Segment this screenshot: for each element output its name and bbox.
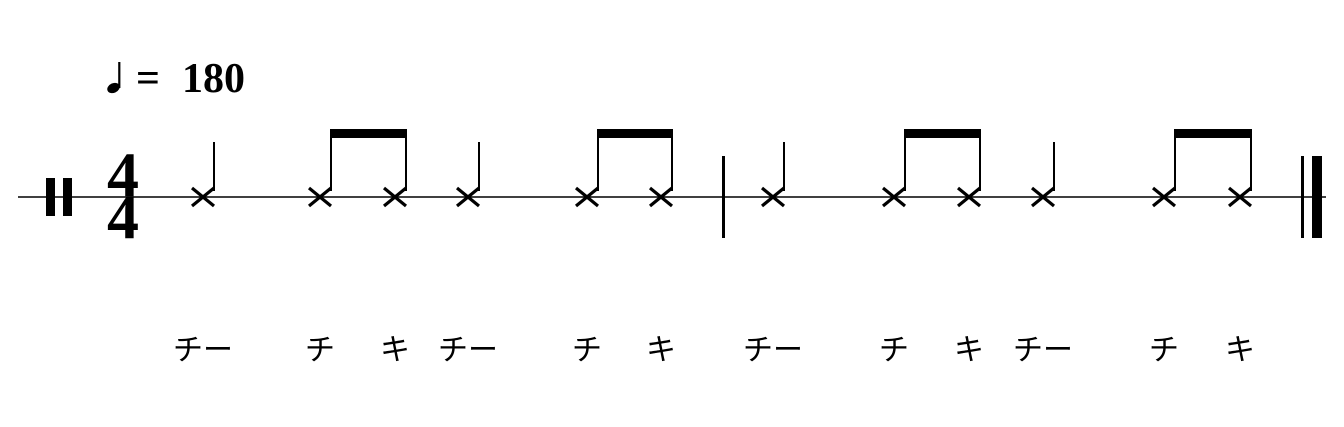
time-signature: 4 4 [107, 139, 139, 252]
lyric-syllable: チー [1013, 333, 1073, 368]
x-notehead [1227, 186, 1253, 208]
x-notehead [648, 186, 674, 208]
x-notehead [190, 186, 216, 208]
time-signature-numerator: 4 [107, 139, 139, 210]
note-eighth [881, 129, 907, 208]
barline [722, 156, 725, 238]
lyric-syllable: チ [879, 333, 909, 368]
lyric-syllable: チ [572, 333, 602, 368]
x-notehead [307, 186, 333, 208]
lyric-syllable: チー [438, 333, 498, 368]
note-eighth [1227, 129, 1253, 208]
note-eighth [307, 129, 333, 208]
final-barline-thick [1312, 156, 1322, 238]
note-eighth [1151, 129, 1177, 208]
lyric-syllable: チー [173, 333, 233, 368]
tempo-bpm: 180 [182, 56, 245, 102]
lyric-syllable: キ [380, 333, 410, 368]
note-beam [904, 129, 981, 138]
note-quarter [455, 142, 481, 208]
tempo-quarter-note-head [107, 82, 120, 94]
x-notehead [1030, 186, 1056, 208]
x-notehead [760, 186, 786, 208]
x-notehead [956, 186, 982, 208]
final-barline [1301, 156, 1322, 238]
note-beam [1174, 129, 1252, 138]
note-quarter [1030, 142, 1056, 208]
note-beam [330, 129, 407, 138]
tempo-equals: = [136, 56, 160, 102]
lyric-syllable: チ [305, 333, 335, 368]
percussion-clef [46, 178, 72, 216]
note-quarter [760, 142, 786, 208]
tempo-marking: = 180 [107, 56, 245, 102]
time-signature-denominator: 4 [107, 181, 139, 252]
note-eighth [956, 129, 982, 208]
percussion-clef-bar-left [46, 178, 55, 216]
note-eighth [382, 129, 408, 208]
percussion-clef-bar-right [63, 178, 72, 216]
note-quarter [190, 142, 216, 208]
notes-layer [190, 129, 1253, 208]
note-eighth [574, 129, 600, 208]
lyric-syllable: キ [954, 333, 984, 368]
lyric-syllable: チー [743, 333, 803, 368]
x-notehead [574, 186, 600, 208]
note-beam [597, 129, 673, 138]
tempo-quarter-note-stem [118, 62, 121, 88]
note-eighth [648, 129, 674, 208]
x-notehead [881, 186, 907, 208]
final-barline-thin [1301, 156, 1304, 238]
lyric-syllable: キ [1225, 333, 1255, 368]
x-notehead [382, 186, 408, 208]
x-notehead [1151, 186, 1177, 208]
lyric-syllable: キ [646, 333, 676, 368]
x-notehead [455, 186, 481, 208]
lyric-syllable: チ [1149, 333, 1179, 368]
lyrics-layer: チーチキチーチキチーチキチーチキ [173, 333, 1255, 368]
